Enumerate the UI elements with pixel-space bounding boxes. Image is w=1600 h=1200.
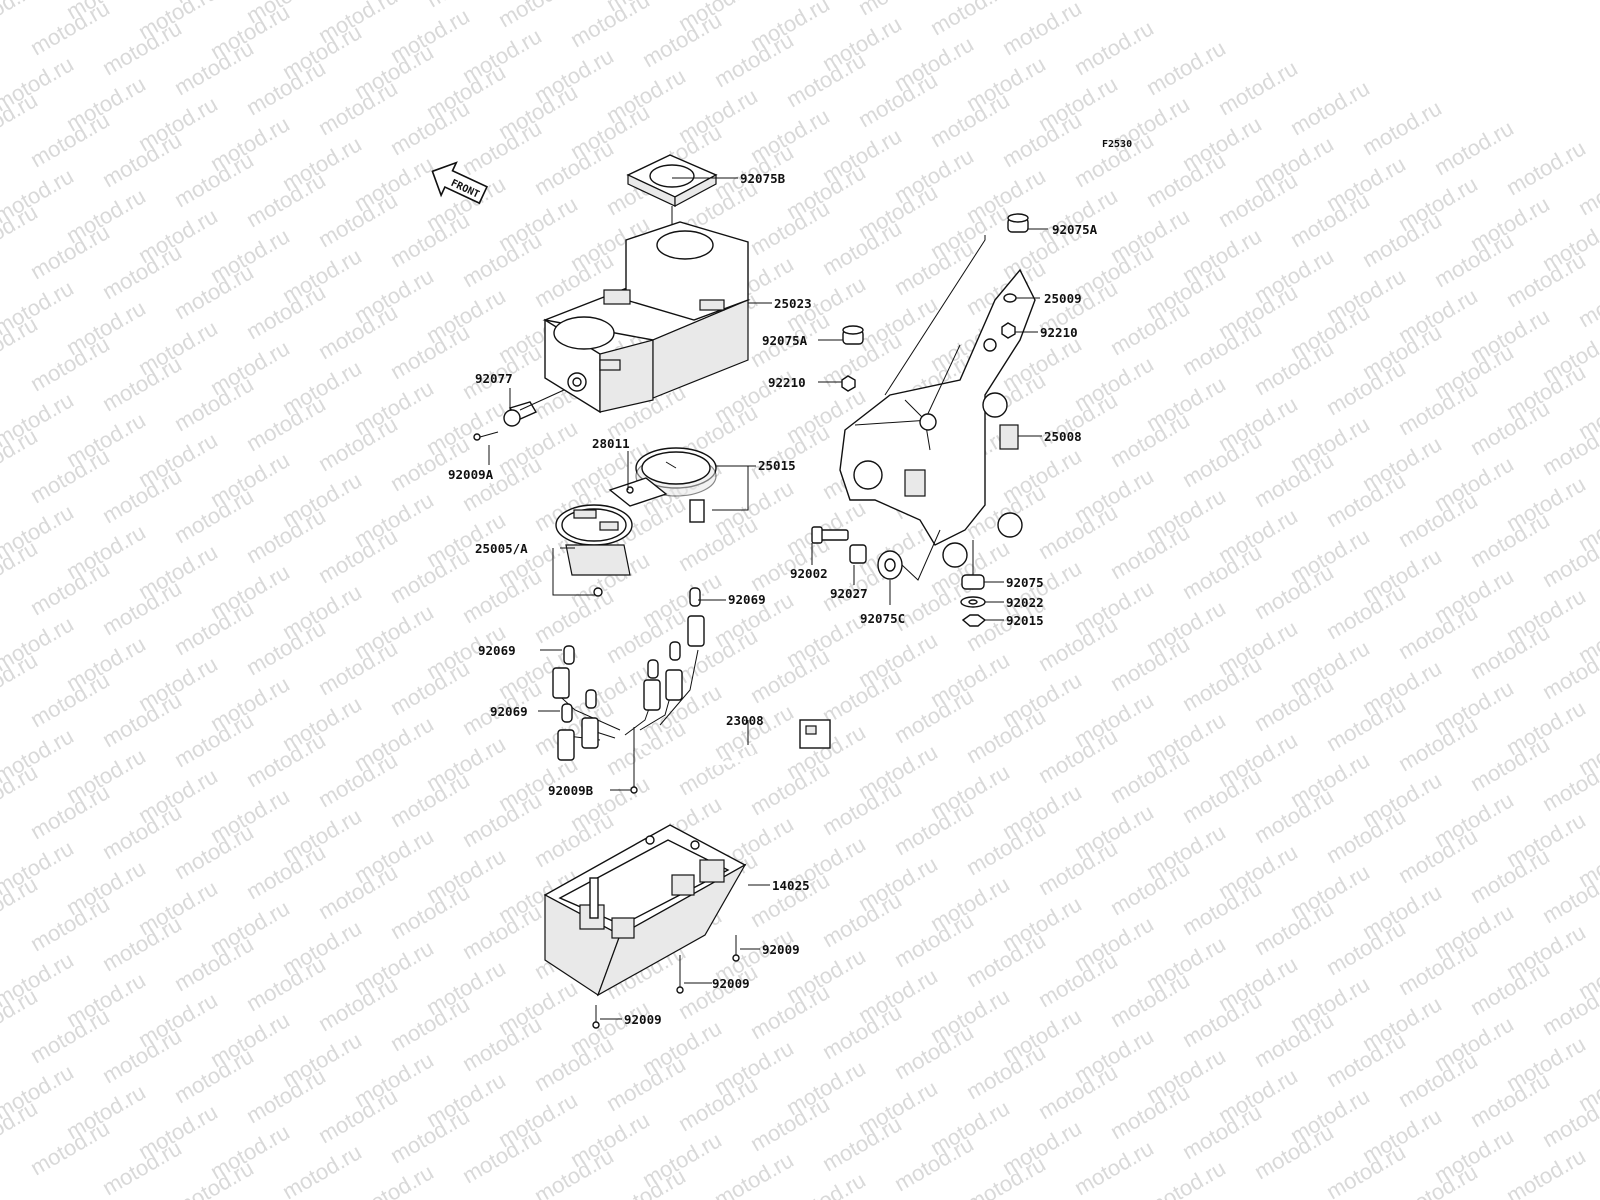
label-92210-right: 92210	[1040, 325, 1078, 340]
label-25008: 25008	[1044, 429, 1082, 444]
damper-92075C	[877, 550, 903, 580]
damper-92075	[961, 574, 985, 590]
label-92009-c: 92009	[624, 1012, 662, 1027]
speedometer-gauge	[555, 504, 633, 597]
label-25009: 25009	[1044, 291, 1082, 306]
label-92009-b: 92009	[712, 976, 750, 991]
indicator-plate	[608, 477, 668, 507]
watermark-text: motod.ru	[782, 1167, 870, 1200]
label-92009B: 92009B	[548, 783, 594, 798]
label-92027: 92027	[830, 586, 868, 601]
meter-case	[542, 221, 751, 414]
label-92077: 92077	[475, 371, 513, 386]
nut-92210-left	[841, 375, 856, 392]
watermark-text: motod.ru	[1574, 267, 1600, 332]
watermark-text: motod.ru	[1070, 1135, 1158, 1200]
watermark-text: motod.ru	[1574, 155, 1600, 220]
watermark-text: motod.ru	[1358, 95, 1446, 160]
label-92009A: 92009A	[448, 467, 494, 482]
label-92075A-left: 92075A	[762, 333, 808, 348]
watermark-text: motod.ru	[1142, 1155, 1230, 1200]
label-28011: 28011	[592, 436, 630, 451]
meter-bracket	[839, 268, 1036, 568]
label-23008: 23008	[726, 713, 764, 728]
collar-25009	[1003, 293, 1017, 303]
bulb-sockets	[552, 587, 705, 761]
label-92015: 92015	[1006, 613, 1044, 628]
watermark-text: motod.ru	[1286, 75, 1374, 140]
watermark-text: motod.ru	[926, 0, 1014, 40]
label-92069-top: 92069	[728, 592, 766, 607]
meter-cover-gasket	[626, 154, 718, 208]
washer-92022	[960, 596, 986, 608]
label-92210-left: 92210	[768, 375, 806, 390]
watermark-text: motod.ru	[1142, 35, 1230, 100]
screw-92009A	[473, 431, 499, 441]
label-92069-mid: 92069	[490, 704, 528, 719]
front-direction-arrow-icon: FRONT	[431, 161, 489, 205]
label-92069-left: 92069	[478, 643, 516, 658]
label-92022: 92022	[1006, 595, 1044, 610]
watermark-text: motod.ru	[1502, 135, 1590, 200]
watermark-text: motod.ru	[350, 1159, 438, 1200]
watermark-text: motod.ru	[494, 0, 582, 32]
label-25015: 25015	[758, 458, 796, 473]
label-92002: 92002	[790, 566, 828, 581]
label-25023: 25023	[774, 296, 812, 311]
bolt-92002	[811, 526, 849, 544]
collar-92027	[849, 544, 867, 564]
watermark-text: motod.ru	[566, 0, 654, 52]
watermark-text: motod.ru	[1502, 1143, 1590, 1200]
figure-code: F2530	[1102, 139, 1132, 150]
callout-labels: 92075B 25023 92077 92009A 28011 25015 25…	[448, 171, 1098, 1027]
watermark-text: motod.ru	[998, 0, 1086, 60]
watermark-text: motod.ru	[1070, 15, 1158, 80]
cover-screws	[592, 935, 740, 1029]
label-25005-A: 25005/A	[475, 541, 528, 556]
meter-lower-cover	[543, 824, 747, 997]
watermark-text: motod.ru	[1214, 55, 1302, 120]
label-92075: 92075	[1006, 575, 1044, 590]
label-92075C: 92075C	[860, 611, 905, 626]
label-92075B: 92075B	[740, 171, 786, 186]
meter-gear-part	[503, 389, 565, 427]
nut-92210-right	[1001, 322, 1016, 339]
grommet-92075A-top	[1007, 213, 1029, 233]
watermark-text: motod.ru	[278, 1139, 366, 1200]
watermark-text: motod.ru	[1430, 115, 1518, 180]
label-92075A-top: 92075A	[1052, 222, 1098, 237]
label-14025: 14025	[772, 878, 810, 893]
watermark-text: motod.ru	[710, 1147, 798, 1200]
grommet-92075A-left	[842, 325, 864, 345]
label-92009-a: 92009	[762, 942, 800, 957]
